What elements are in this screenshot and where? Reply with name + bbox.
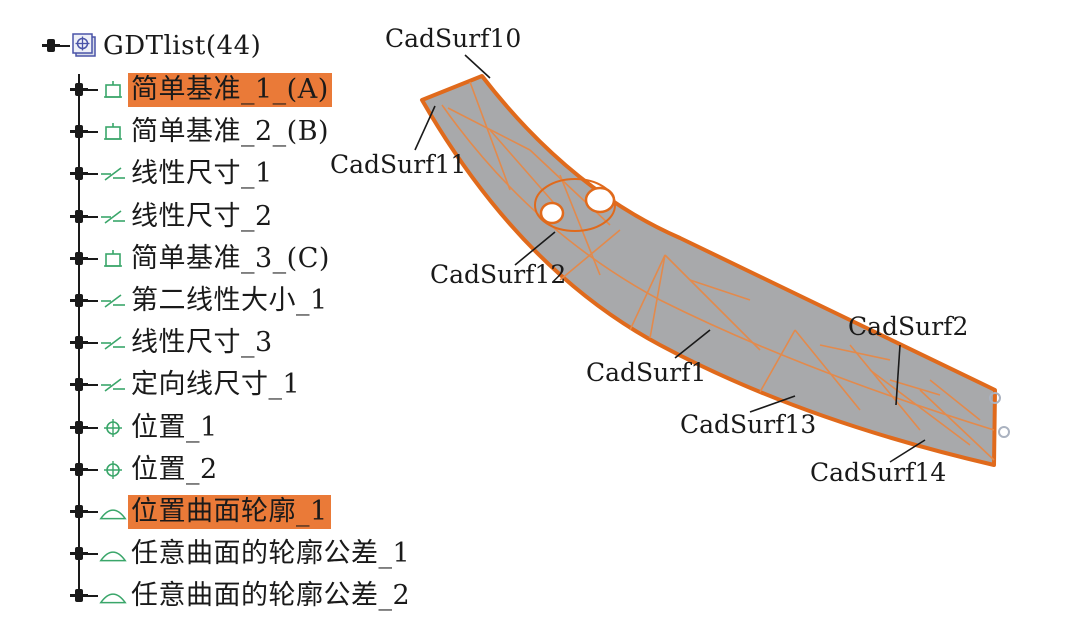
tree-item-label[interactable]: 位置曲面轮廓_1 bbox=[128, 495, 331, 529]
tree-item[interactable]: 线性尺寸_1 bbox=[70, 154, 276, 194]
tree-item[interactable]: 任意曲面的轮廓公差_1 bbox=[70, 534, 413, 574]
tree-connector bbox=[88, 384, 98, 387]
callout-leaders bbox=[414, 54, 926, 463]
expand-toggle-icon[interactable] bbox=[70, 123, 88, 141]
tree-root-node[interactable]: GDTlist(44) bbox=[42, 26, 264, 66]
tree-item[interactable]: 线性尺寸_3 bbox=[70, 323, 276, 363]
tree-item-label[interactable]: 线性尺寸_2 bbox=[131, 200, 273, 232]
tree-connector bbox=[88, 215, 98, 218]
tree-item-label[interactable]: 线性尺寸_3 bbox=[131, 327, 273, 359]
curved-part-render bbox=[414, 54, 1010, 467]
tree-connector bbox=[88, 553, 98, 556]
tree-item[interactable]: 位置_2 bbox=[70, 450, 221, 490]
tree-item[interactable]: 位置_1 bbox=[70, 408, 221, 448]
tree-item[interactable]: 任意曲面的轮廓公差_2 bbox=[70, 576, 413, 616]
tree-item-label[interactable]: 任意曲面的轮廓公差_1 bbox=[131, 538, 411, 570]
expand-toggle-icon[interactable] bbox=[70, 419, 88, 437]
callout-cadsurf2: CadSurf2 bbox=[848, 312, 969, 341]
tree-connector bbox=[88, 131, 98, 134]
tree-root-label[interactable]: GDTlist(44) bbox=[103, 31, 262, 61]
expand-toggle-icon[interactable] bbox=[70, 587, 88, 605]
tree-connector bbox=[88, 342, 98, 345]
part-holes bbox=[534, 178, 616, 232]
tree-item-label[interactable]: 简单基准_2_(B) bbox=[131, 116, 330, 148]
datum-icon bbox=[98, 247, 128, 271]
expand-toggle-icon[interactable] bbox=[70, 461, 88, 479]
tree-connector bbox=[88, 468, 98, 471]
tree-connector bbox=[88, 89, 98, 91]
tree-item-label[interactable]: 位置_2 bbox=[131, 453, 218, 485]
linear-dimension-icon bbox=[98, 331, 128, 355]
callout-cadsurf1: CadSurf1 bbox=[586, 358, 707, 387]
tree-item-label[interactable]: 简单基准_3_(C) bbox=[131, 242, 330, 274]
tree-connector bbox=[88, 511, 98, 513]
linear-dimension-icon bbox=[98, 289, 128, 313]
surface-profile-icon bbox=[98, 500, 128, 524]
expand-toggle-icon[interactable] bbox=[70, 81, 88, 99]
expand-toggle-icon[interactable] bbox=[70, 376, 88, 394]
position-icon bbox=[98, 416, 128, 440]
expand-toggle-icon[interactable] bbox=[70, 545, 88, 563]
callout-cadsurf11: CadSurf11 bbox=[330, 150, 467, 179]
tree-item-label[interactable]: 简单基准_1_(A) bbox=[128, 73, 332, 107]
linear-dimension-icon bbox=[98, 205, 128, 229]
tree-item-label[interactable]: 线性尺寸_1 bbox=[131, 158, 273, 190]
tree-item-label[interactable]: 位置_1 bbox=[131, 411, 218, 443]
tree-item-label[interactable]: 第二线性大小_1 bbox=[131, 285, 328, 316]
tree-item-label[interactable]: 定向线尺寸_1 bbox=[131, 369, 301, 401]
tree-connector bbox=[88, 426, 98, 429]
part-body bbox=[420, 74, 997, 467]
tree-connector bbox=[88, 595, 98, 598]
datum-icon bbox=[98, 78, 128, 102]
part-end-tabs bbox=[989, 392, 1010, 438]
tree-item[interactable]: 定向线尺寸_1 bbox=[70, 365, 303, 405]
tree-item[interactable]: 简单基准_2_(B) bbox=[70, 112, 332, 152]
tree-connector bbox=[88, 257, 98, 260]
callout-cadsurf14: CadSurf14 bbox=[810, 458, 947, 487]
tree-connector bbox=[88, 173, 98, 176]
linear-dimension-icon bbox=[98, 373, 128, 397]
tree-connector bbox=[60, 45, 70, 47]
tree-item[interactable]: 简单基准_1_(A) bbox=[70, 70, 332, 110]
surface-profile-icon bbox=[98, 542, 128, 566]
linear-dimension-icon bbox=[98, 162, 128, 186]
tree-item[interactable]: 第二线性大小_1 bbox=[70, 281, 331, 321]
expand-toggle-icon[interactable] bbox=[70, 292, 88, 310]
tree-connector bbox=[88, 300, 98, 302]
gdt-tree: GDTlist(44) 简单基准_1_(A) 简单基准_2_(B) 线性尺寸_1 线性… bbox=[0, 0, 520, 624]
cad-model-view[interactable]: CadSurf10 CadSurf11 CadSurf12 CadSurf1 C… bbox=[330, 0, 1068, 624]
surface-profile-icon bbox=[98, 584, 128, 608]
expand-toggle-icon[interactable] bbox=[70, 503, 88, 521]
callout-cadsurf10: CadSurf10 bbox=[385, 24, 522, 53]
callout-cadsurf13: CadSurf13 bbox=[680, 410, 817, 439]
tree-item[interactable]: 简单基准_3_(C) bbox=[70, 239, 333, 279]
tree-item[interactable]: 位置曲面轮廓_1 bbox=[70, 492, 331, 532]
datum-icon bbox=[98, 120, 128, 144]
tree-item[interactable]: 线性尺寸_2 bbox=[70, 197, 276, 237]
expand-toggle-icon[interactable] bbox=[70, 334, 88, 352]
position-icon bbox=[98, 458, 128, 482]
callout-cadsurf12: CadSurf12 bbox=[430, 260, 567, 289]
mesh-lines bbox=[441, 81, 995, 461]
tree-item-label[interactable]: 任意曲面的轮廓公差_2 bbox=[131, 580, 411, 612]
gdt-list-icon bbox=[70, 33, 100, 58]
expand-toggle-icon[interactable] bbox=[70, 165, 88, 183]
expand-toggle-icon[interactable] bbox=[70, 208, 88, 226]
collapse-toggle-icon[interactable] bbox=[42, 37, 60, 55]
expand-toggle-icon[interactable] bbox=[70, 250, 88, 268]
